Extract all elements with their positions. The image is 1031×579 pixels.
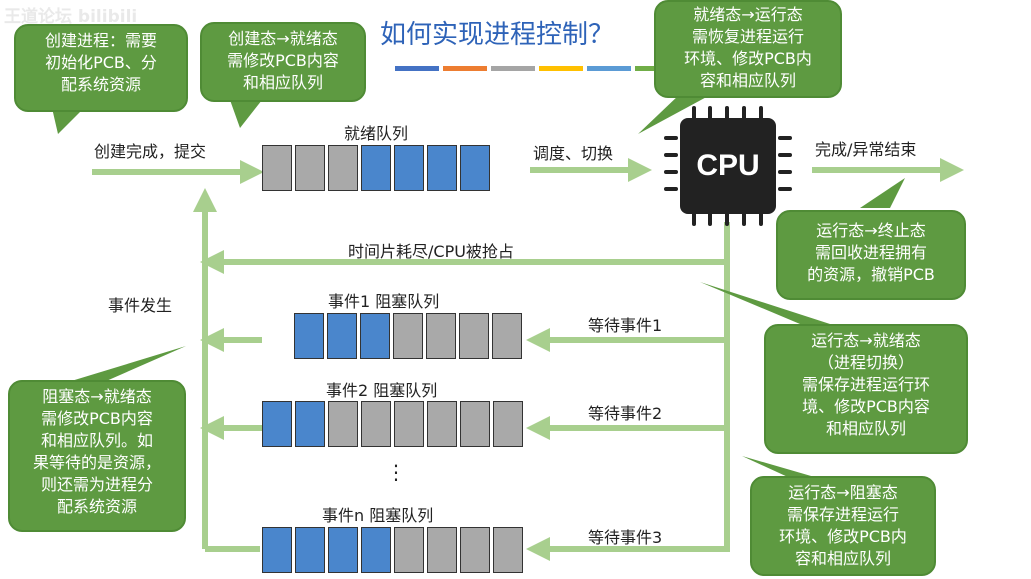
title-color-bar-2 — [443, 66, 487, 71]
queue-cell-blue — [361, 527, 391, 573]
queue-cell-gray — [460, 401, 490, 447]
queue-cell-gray — [394, 401, 424, 447]
event2-block-queue — [262, 401, 523, 447]
wait-event1-label: 等待事件1 — [588, 316, 663, 335]
title-color-bar-5 — [587, 66, 631, 71]
queue-cell-gray — [492, 313, 522, 359]
watermark: 王道论坛 bilibili — [4, 7, 138, 27]
bubble-create-process-text: 创建进程：需要 初始化PCB、分 配系统资源 — [44, 31, 157, 94]
wait-event3-label: 等待事件3 — [588, 528, 663, 547]
queue-cell-blue — [460, 145, 490, 191]
ready-queue-label: 就绪队列 — [344, 124, 409, 143]
queue-cell-gray — [262, 145, 292, 191]
queue-cell-blue — [360, 313, 390, 359]
title-color-bar-4 — [539, 66, 583, 71]
title-color-bar-1 — [395, 66, 439, 71]
finish-label: 完成/异常结束 — [815, 140, 917, 159]
cpu-chip-icon: CPU — [680, 118, 776, 214]
bubble-create-to-ready: 创建态→就绪态 需修改PCB内容 和相应队列 — [200, 22, 366, 102]
queue-cell-gray — [295, 145, 325, 191]
queue-cell-gray — [460, 527, 490, 573]
bubble-running-to-blocked-text: 运行态→阻塞态 需保存进程运行 环境、修改PCB内 容和相应队列 — [779, 483, 907, 568]
event2-queue-label: 事件2 阻塞队列 — [326, 381, 438, 400]
queue-cell-gray — [393, 313, 423, 359]
queue-cell-gray — [426, 313, 456, 359]
eventn-queue-label: 事件n 阻塞队列 — [322, 506, 434, 525]
queue-cell-blue — [327, 313, 357, 359]
ellipsis-label: ⋮ — [386, 460, 406, 484]
queue-cell-blue — [295, 401, 325, 447]
bubble-ready-to-running: 就绪态→运行态 需恢复进程运行 环境、修改PCB内 容和相应队列 — [654, 0, 842, 98]
queue-cell-gray — [394, 527, 424, 573]
bubble-running-to-terminated-text: 运行态→终止态 需回收进程拥有 的资源，撤销PCB — [807, 221, 935, 284]
queue-cell-gray — [493, 401, 523, 447]
cpu-pins — [664, 106, 792, 226]
eventn-block-queue — [262, 527, 523, 573]
create-done-label: 创建完成，提交 — [94, 142, 207, 161]
queue-cell-blue — [262, 401, 292, 447]
ready-queue — [262, 145, 490, 191]
title-color-bar-3 — [491, 66, 535, 71]
event1-block-queue — [294, 313, 522, 359]
wait-event2-label: 等待事件2 — [588, 404, 663, 423]
queue-cell-blue — [394, 145, 424, 191]
queue-cell-blue — [328, 527, 358, 573]
bubble-blocked-to-ready: 阻塞态→就绪态 需修改PCB内容 和相应队列。如 果等待的是资源， 则还需为进程… — [8, 380, 186, 532]
queue-cell-blue — [295, 527, 325, 573]
page-title: 如何实现进程控制？ — [380, 20, 615, 50]
cpu-label: CPU — [696, 149, 760, 182]
queue-cell-gray — [328, 401, 358, 447]
queue-cell-gray — [493, 527, 523, 573]
bubble-blocked-to-ready-text: 阻塞态→就绪态 需修改PCB内容 和相应队列。如 果等待的是资源， 则还需为进程… — [32, 387, 161, 516]
queue-cell-blue — [427, 145, 457, 191]
queue-cell-blue — [361, 145, 391, 191]
queue-cell-gray — [328, 145, 358, 191]
bubble-create-process: 创建进程：需要 初始化PCB、分 配系统资源 — [14, 24, 188, 112]
queue-cell-gray — [427, 401, 457, 447]
bubble-running-to-ready: 运行态→就绪态 （进程切换） 需保存进程运行环 境、修改PCB内容 和相应队列 — [764, 324, 968, 454]
bubble-ready-to-running-text: 就绪态→运行态 需恢复进程运行 环境、修改PCB内 容和相应队列 — [684, 5, 812, 90]
queue-cell-gray — [361, 401, 391, 447]
bubble-running-to-terminated: 运行态→终止态 需回收进程拥有 的资源，撤销PCB — [776, 210, 966, 300]
queue-cell-gray — [427, 527, 457, 573]
bubble-running-to-ready-text: 运行态→就绪态 （进程切换） 需保存进程运行环 境、修改PCB内容 和相应队列 — [801, 331, 930, 438]
event1-queue-label: 事件1 阻塞队列 — [328, 292, 440, 311]
event-occurs-label: 事件发生 — [108, 296, 173, 315]
queue-cell-gray — [459, 313, 489, 359]
dispatch-label: 调度、切换 — [533, 144, 614, 163]
queue-cell-blue — [294, 313, 324, 359]
timeslice-label: 时间片耗尽/CPU被抢占 — [348, 242, 514, 261]
bubble-running-to-blocked: 运行态→阻塞态 需保存进程运行 环境、修改PCB内 容和相应队列 — [750, 476, 936, 576]
bubble-create-to-ready-text: 创建态→就绪态 需修改PCB内容 和相应队列 — [227, 29, 339, 92]
queue-cell-blue — [262, 527, 292, 573]
